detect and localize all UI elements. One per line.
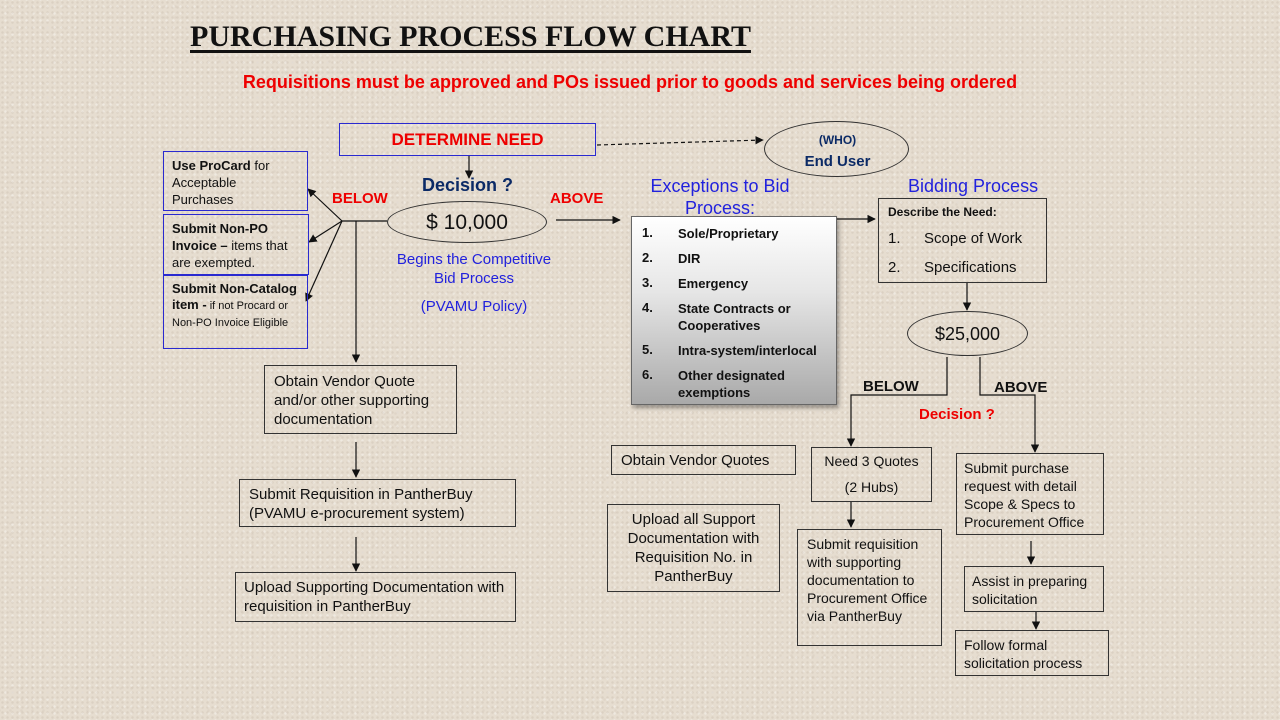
bid-below-label: BELOW <box>863 378 919 395</box>
begins-competitive-text: Begins the Competitive Bid Process <box>396 251 552 287</box>
obtain-vendor-quotes-box: Obtain Vendor Quotes <box>611 445 796 475</box>
determine-need-box: DETERMINE NEED <box>339 123 596 156</box>
exception-text: DIR <box>678 251 701 266</box>
exception-item: 6. Other designated exemptions <box>642 367 832 401</box>
upload-supporting-box: Upload Supporting Documentation with req… <box>235 572 516 622</box>
submit-req-below-box: Submit requisition with supporting docum… <box>797 529 942 646</box>
noncatalog-bold: Submit Non-Catalog item - <box>172 281 297 312</box>
bidding-item-text: Specifications <box>924 259 1017 276</box>
exception-text: Intra-system/interlocal <box>678 343 817 358</box>
exceptions-title: Exceptions to Bid Process: <box>650 176 790 218</box>
upload-all-support-box: Upload all Support Documentation with Re… <box>607 504 780 592</box>
procard-bold: Use ProCard <box>172 158 251 173</box>
who-ellipse: (WHO) End User <box>764 121 909 177</box>
exception-item: 5. Intra-system/interlocal <box>642 342 832 359</box>
threshold-main-ellipse: $ 10,000 <box>387 201 547 243</box>
exception-num: 3. <box>642 275 653 290</box>
bidding-describe-box: Describe the Need: 1. Scope of Work 2. S… <box>878 198 1047 283</box>
obtain-vendor-quote-box: Obtain Vendor Quote and/or other support… <box>264 365 457 434</box>
noncatalog-small: if not Procard or Non-PO Invoice Eligibl… <box>172 300 289 329</box>
who-value: End User <box>804 153 871 170</box>
below-label: BELOW <box>332 190 388 207</box>
nonpo-bold: Submit Non-PO Invoice – <box>172 221 269 253</box>
bidding-item-num: 1. <box>888 230 901 247</box>
assist-solicitation-box: Assist in preparing solicitation <box>964 566 1104 612</box>
noncatalog-box: Submit Non-Catalog item - if not Procard… <box>163 275 308 349</box>
formal-solicitation-box: Follow formal solicitation process <box>955 630 1109 676</box>
decision-main-label: Decision ? <box>422 175 514 195</box>
bid-above-label: ABOVE <box>994 379 1048 396</box>
exception-text: Emergency <box>678 276 749 291</box>
policy-text: (PVAMU Policy) <box>420 298 528 315</box>
need-quotes-line1: Need 3 Quotes <box>824 453 919 469</box>
arrow-to-nonpo <box>308 220 343 243</box>
exception-item: 4. State Contracts or Cooperatives <box>642 300 832 334</box>
submit-requisition-box: Submit Requisition in PantherBuy (PVAMU … <box>239 479 516 527</box>
exception-item: 1. Sole/Proprietary <box>642 225 832 242</box>
describe-need-label: Describe the Need: <box>888 205 997 219</box>
exception-text: Sole/Proprietary <box>678 226 779 241</box>
bid-decision-label: Decision ? <box>919 406 995 423</box>
above-label: ABOVE <box>550 190 604 207</box>
arrow-need-to-who <box>596 136 764 146</box>
exception-num: 4. <box>642 300 653 315</box>
exception-item: 2. DIR <box>642 250 832 267</box>
arrow-to-quotes <box>846 357 948 447</box>
procard-rest: for Acceptable Purchases <box>172 158 270 207</box>
bidding-item-num: 2. <box>888 259 901 276</box>
procard-box: Use ProCard for Acceptable Purchases <box>163 151 308 211</box>
need-quotes-line2: (2 Hubs) <box>844 479 899 495</box>
exception-text: Other designated exemptions <box>678 368 785 400</box>
exception-num: 1. <box>642 225 653 240</box>
exceptions-list: 1. Sole/Proprietary 2. DIR 3. Emergency 4. S… <box>631 216 837 405</box>
bidding-title: Bidding Process <box>908 176 1039 196</box>
nonpo-invoice-box: Submit Non-PO Invoice – items that are e… <box>163 214 309 275</box>
submit-purchase-request-box: Submit purchase request with detail Scop… <box>956 453 1104 535</box>
arrow-to-procard <box>307 188 343 222</box>
exception-item: 3. Emergency <box>642 275 832 292</box>
nonpo-rest: items that are exempted. <box>172 238 288 270</box>
exception-num: 6. <box>642 367 653 382</box>
threshold-bid-ellipse: $25,000 <box>907 311 1028 356</box>
bidding-item-text: Scope of Work <box>924 230 1023 247</box>
arrow-to-noncatalog <box>305 220 343 302</box>
exception-text: State Contracts or Cooperatives <box>678 301 791 333</box>
page-subtitle: Requisitions must be approved and POs is… <box>242 72 1018 92</box>
who-label: (WHO) <box>818 133 857 147</box>
threshold-main-value: $ 10,000 <box>426 211 508 234</box>
need-quotes-box: Need 3 Quotes (2 Hubs) <box>811 447 932 502</box>
exception-num: 5. <box>642 342 653 357</box>
threshold-bid-value: $25,000 <box>934 324 1001 344</box>
arrow-to-submit-purchase <box>979 357 1040 453</box>
exception-num: 2. <box>642 250 653 265</box>
page-title: PURCHASING PROCESS FLOW CHART <box>190 20 751 53</box>
